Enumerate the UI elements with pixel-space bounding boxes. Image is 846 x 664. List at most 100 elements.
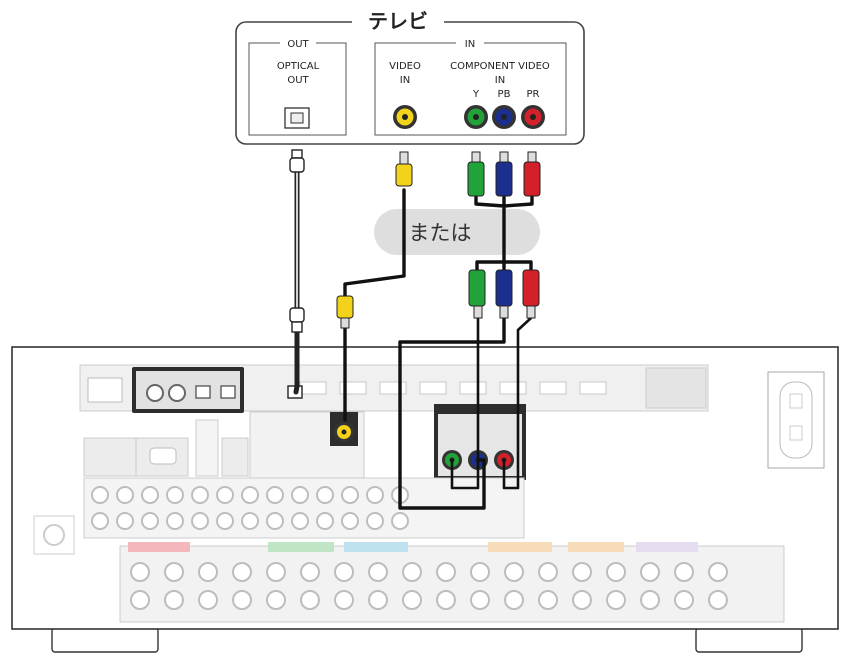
optical-out-label-2: OUT — [287, 75, 309, 86]
plugs — [289, 149, 541, 333]
receiver-decorative-jack — [300, 562, 320, 582]
receiver-decorative-jack — [640, 562, 660, 582]
receiver-decorative-jack — [291, 512, 309, 530]
receiver-decorative-jack — [216, 486, 234, 504]
receiver-decorative-jack — [130, 590, 150, 610]
tv-title: テレビ — [368, 9, 428, 33]
receiver-decorative-jack — [470, 590, 490, 610]
receiver-decorative-jack — [674, 562, 694, 582]
component-pr-label: PR — [527, 89, 540, 100]
receiver-decorative-jack — [674, 590, 694, 610]
video-in-label-2: IN — [400, 75, 410, 86]
receiver-decorative-jack — [341, 486, 359, 504]
receiver-decorative-jack — [316, 512, 334, 530]
tv-optical-out-jack[interactable] — [284, 107, 310, 129]
av-receiver — [11, 346, 839, 653]
receiver-decorative-jack — [334, 590, 354, 610]
receiver-decorative-jack — [402, 562, 422, 582]
receiver-decorative-jack — [141, 486, 159, 504]
receiver-decorative-jack — [572, 590, 592, 610]
receiver-decorative-jack — [166, 512, 184, 530]
hdmi-port — [299, 381, 327, 395]
optical-out-label-1: OPTICAL — [277, 61, 320, 72]
receiver-decorative-jack — [116, 512, 134, 530]
receiver-decorative-jack — [191, 512, 209, 530]
receiver-decorative-jack — [708, 562, 728, 582]
component-cable-bottom — [398, 304, 506, 510]
receiver-decorative-jack — [436, 562, 456, 582]
video-in-label-1: VIDEO — [389, 61, 421, 72]
receiver-decorative-jack — [436, 590, 456, 610]
hdmi-port — [459, 381, 487, 395]
hdmi-port — [579, 381, 607, 395]
receiver-decorative-jack — [198, 562, 218, 582]
receiver-decorative-jack — [402, 590, 422, 610]
hdmi-port — [379, 381, 407, 395]
receiver-decorative-jack — [266, 512, 284, 530]
receiver-decorative-jack — [141, 512, 159, 530]
receiver-decorative-jack — [366, 512, 384, 530]
tv-in-label: IN — [465, 39, 475, 50]
hdmi-port — [419, 381, 447, 395]
component-pb-label: PB — [498, 89, 511, 100]
hdmi-port — [499, 381, 527, 395]
receiver-decorative-jack — [166, 486, 184, 504]
tv-component-pb-jack[interactable] — [492, 105, 516, 129]
component-in-label-1: COMPONENT VIDEO — [450, 61, 550, 72]
cables — [293, 165, 534, 510]
receiver-foot-right — [695, 627, 803, 653]
receiver-decorative-jack — [266, 590, 286, 610]
video-plug-receiver — [336, 295, 354, 329]
receiver-decorative-jack — [470, 562, 490, 582]
receiver-foot-left — [51, 627, 159, 653]
receiver-decorative-jack — [232, 590, 252, 610]
optical-plug-receiver — [289, 307, 305, 333]
receiver-decorative-jack — [266, 486, 284, 504]
receiver-decorative-jack — [266, 562, 286, 582]
receiver-decorative-jack — [606, 562, 626, 582]
receiver-decorative-jack — [341, 512, 359, 530]
tv-unit: テレビ OUT OPTICAL OUT IN VIDEO IN COMPONEN… — [235, 8, 585, 145]
receiver-decorative-jack — [504, 562, 524, 582]
alternative-bubble: または — [374, 209, 540, 255]
component-plugs-receiver — [468, 269, 540, 319]
receiver-decorative-jack — [640, 590, 660, 610]
tv-title-bg — [352, 8, 444, 34]
alternative-label: または — [409, 221, 472, 245]
receiver-decorative-jack — [504, 590, 524, 610]
receiver-decorative-jack — [116, 486, 134, 504]
receiver-decorative-jack — [198, 590, 218, 610]
receiver-decorative-jack — [91, 486, 109, 504]
receiver-decorative-jack — [391, 512, 409, 530]
receiver-decorative-jack — [368, 590, 388, 610]
tv-component-pr-jack[interactable] — [521, 105, 545, 129]
receiver-decorative-jack — [606, 590, 626, 610]
receiver-decorative-jack — [300, 590, 320, 610]
hdmi-port — [539, 381, 567, 395]
receiver-decorative-jack — [334, 562, 354, 582]
receiver-decorative-jack — [368, 562, 388, 582]
tv-video-in-jack[interactable] — [393, 105, 417, 129]
receiver-decorative-jack — [316, 486, 334, 504]
receiver-decorative-jack — [164, 590, 184, 610]
receiver-decorative-jack — [241, 512, 259, 530]
receiver-decorative-jack — [191, 486, 209, 504]
tv-out-label: OUT — [287, 39, 309, 50]
receiver-decorative-jack — [91, 512, 109, 530]
receiver-decorative-jack — [232, 562, 252, 582]
receiver-decorative-jack — [708, 590, 728, 610]
component-in-label-2: IN — [495, 75, 505, 86]
component-y-label: Y — [472, 89, 480, 100]
receiver-decorative-jack — [291, 486, 309, 504]
receiver-decorative-jack — [572, 562, 592, 582]
receiver-decorative-jack — [130, 562, 150, 582]
receiver-decorative-jack — [538, 562, 558, 582]
receiver-video-in-jack[interactable] — [334, 422, 354, 442]
tv-component-y-jack[interactable] — [464, 105, 488, 129]
component-plugs-tv — [467, 151, 541, 197]
optical-plug-tv — [289, 149, 305, 173]
receiver-decorative-jack — [538, 590, 558, 610]
component-cable-top — [474, 194, 534, 264]
